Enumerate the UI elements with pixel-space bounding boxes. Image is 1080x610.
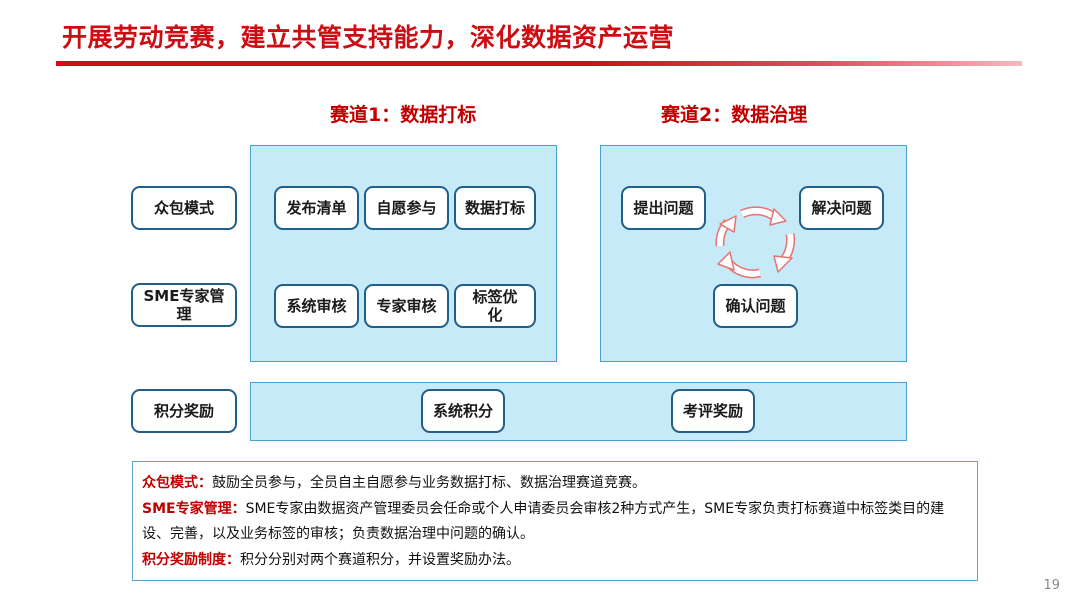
track1-step-voluntary-join: 自愿参与 [364, 186, 449, 230]
track1-step-expert-review: 专家审核 [364, 284, 449, 328]
track2-step-solve-issue: 解决问题 [799, 186, 884, 230]
points-panel [250, 382, 907, 441]
description-box: 众包模式：鼓励全员参与，全员自主自愿参与业务数据打标、数据治理赛道竞赛。 SME… [132, 461, 978, 581]
title-underline [56, 61, 1022, 66]
track1-step-publish-list: 发布清单 [274, 186, 359, 230]
description-term: SME专家管理： [142, 500, 246, 517]
track1-panel [250, 145, 557, 362]
description-line-crowdsourcing: 众包模式：鼓励全员参与，全员自主自愿参与业务数据打标、数据治理赛道竞赛。 [142, 471, 965, 497]
track1-step-system-review: 系统审核 [274, 284, 359, 328]
description-text: 鼓励全员参与，全员自主自愿参与业务数据打标、数据治理赛道竞赛。 [212, 475, 646, 491]
track2-step-confirm-issue: 确认问题 [713, 284, 798, 328]
track1-step-label-optimize: 标签优化 [454, 284, 536, 328]
description-line-points: 积分奖励制度：积分分别对两个赛道积分，并设置奖励办法。 [142, 548, 965, 574]
cycle-arrows-icon [715, 206, 796, 279]
description-term: 众包模式： [142, 475, 212, 491]
row-label-sme: SME专家管理 [131, 283, 237, 327]
track1-title: 赛道1：数据打标 [330, 104, 477, 126]
track2-title: 赛道2：数据治理 [661, 104, 808, 126]
description-term: 积分奖励制度： [142, 551, 240, 568]
row-label-crowdsourcing: 众包模式 [131, 186, 237, 230]
page-number: 19 [1043, 578, 1060, 593]
track1-step-data-labeling: 数据打标 [454, 186, 536, 230]
row-label-points: 积分奖励 [131, 389, 237, 433]
track2-step-raise-issue: 提出问题 [621, 186, 706, 230]
points-system-score: 系统积分 [421, 389, 505, 433]
page-title: 开展劳动竞赛，建立共管支持能力，深化数据资产运营 [62, 23, 675, 52]
description-text: SME专家由数据资产管理委员会任命或个人申请委员会审核2种方式产生，SME专家负… [142, 500, 945, 543]
points-evaluation-reward: 考评奖励 [671, 389, 755, 433]
description-text: 积分分别对两个赛道积分，并设置奖励办法。 [240, 551, 520, 568]
description-line-sme: SME专家管理：SME专家由数据资产管理委员会任命或个人申请委员会审核2种方式产… [142, 497, 965, 548]
